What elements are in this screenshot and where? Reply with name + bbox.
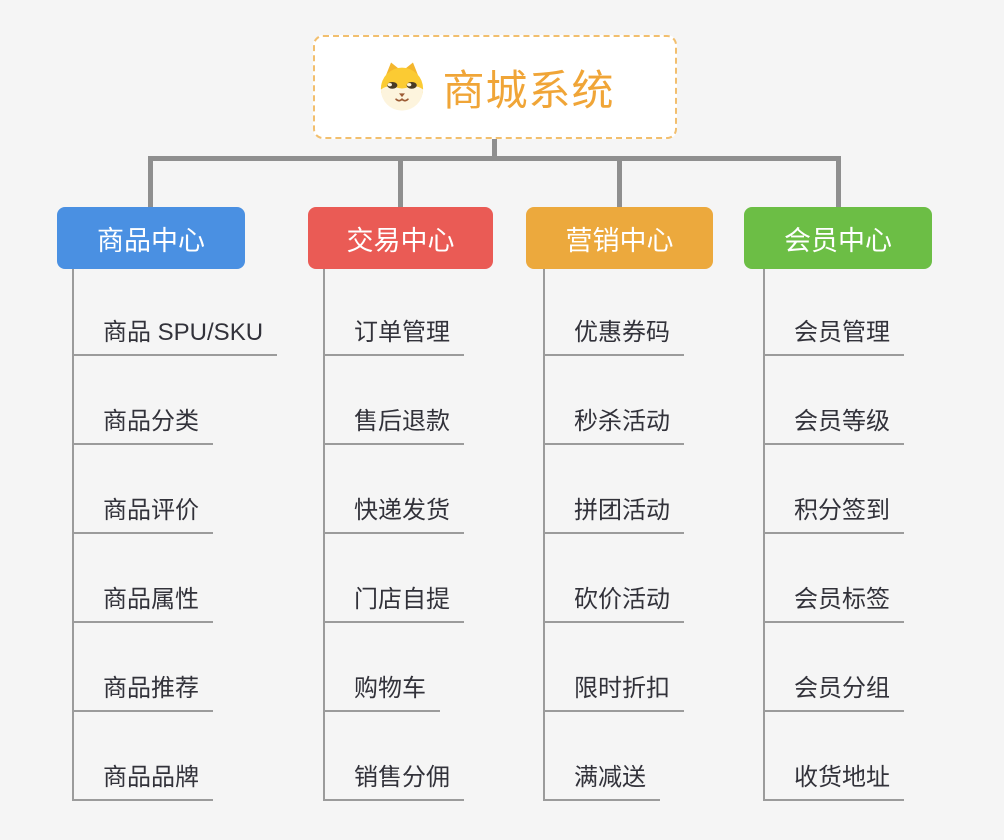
connector-line: [543, 269, 545, 799]
leaf-node[interactable]: 商品分类: [72, 408, 213, 445]
leaf-node[interactable]: 满减送: [543, 764, 660, 801]
leaf-node[interactable]: 会员管理: [763, 319, 904, 356]
leaf-node[interactable]: 优惠券码: [543, 319, 684, 356]
connector-line: [398, 156, 403, 208]
connector-line: [72, 269, 74, 799]
connector-line: [323, 269, 325, 799]
leaf-node[interactable]: 门店自提: [323, 586, 464, 623]
connector-line: [148, 156, 153, 208]
leaf-node[interactable]: 商品评价: [72, 497, 213, 534]
branch-trade-center[interactable]: 交易中心: [308, 207, 493, 269]
leaf-node[interactable]: 秒杀活动: [543, 408, 684, 445]
branch-marketing-center[interactable]: 营销中心: [526, 207, 713, 269]
leaf-node[interactable]: 商品品牌: [72, 764, 213, 801]
connector-line: [763, 269, 765, 799]
leaf-node[interactable]: 商品推荐: [72, 675, 213, 712]
connector-line: [148, 156, 841, 161]
leaf-node[interactable]: 购物车: [323, 675, 440, 712]
leaf-node[interactable]: 商品 SPU/SKU: [72, 319, 278, 356]
leaf-node[interactable]: 砍价活动: [543, 586, 684, 623]
leaf-node[interactable]: 积分签到: [763, 497, 904, 534]
leaf-node[interactable]: 快递发货: [323, 497, 464, 534]
branch-member-center[interactable]: 会员中心: [744, 207, 932, 269]
connector-line: [617, 156, 622, 208]
leaf-node[interactable]: 会员等级: [763, 408, 904, 445]
root-title: 商城系统: [442, 66, 615, 114]
connector-line: [492, 139, 497, 161]
shiba-dog-icon: [381, 62, 424, 111]
leaf-node[interactable]: 商品属性: [72, 586, 213, 623]
branch-product-center[interactable]: 商品中心: [57, 207, 245, 269]
connector-line: [836, 156, 841, 208]
leaf-node[interactable]: 限时折扣: [543, 675, 684, 712]
leaf-node[interactable]: 拼团活动: [543, 497, 684, 534]
leaf-node[interactable]: 会员分组: [763, 675, 904, 712]
leaf-node[interactable]: 收货地址: [763, 764, 904, 801]
leaf-node[interactable]: 会员标签: [763, 586, 904, 623]
leaf-node[interactable]: 销售分佣: [323, 764, 464, 801]
root-node[interactable]: 商城系统: [313, 35, 677, 139]
leaf-node[interactable]: 订单管理: [323, 319, 464, 356]
leaf-node[interactable]: 售后退款: [323, 408, 464, 445]
